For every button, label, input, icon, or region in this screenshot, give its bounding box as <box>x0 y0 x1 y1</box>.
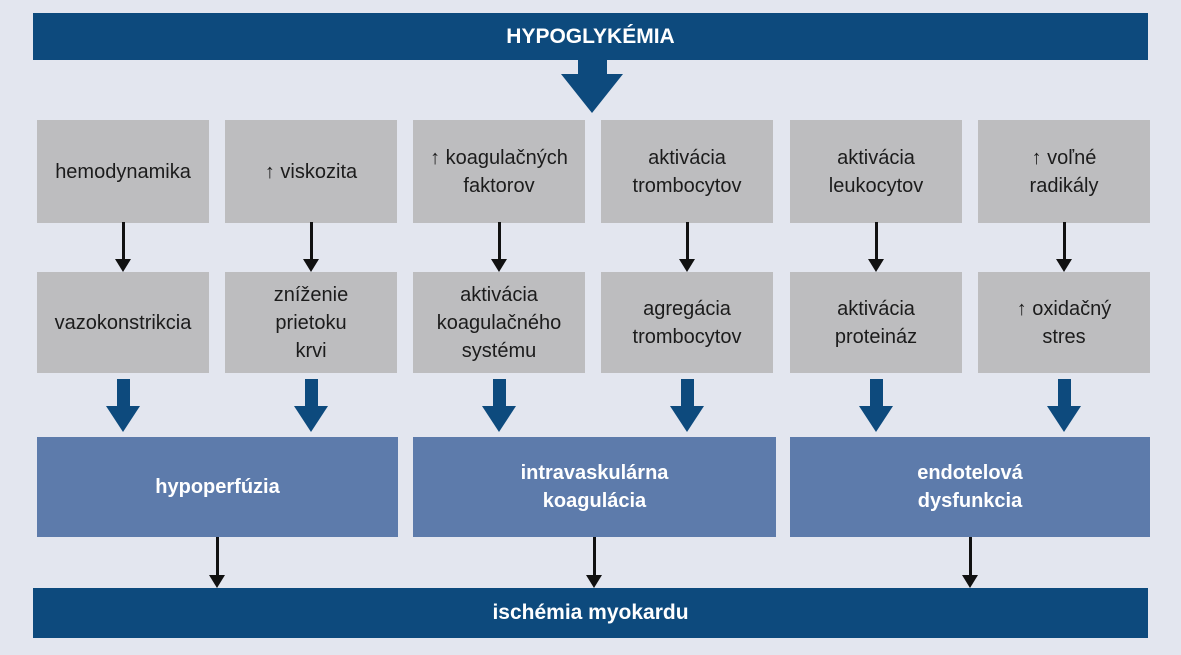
flow-arrow-thin <box>115 222 131 272</box>
outcome-box: hypoperfúzia <box>37 437 398 537</box>
arrow-head <box>561 74 623 113</box>
flow-arrow-thin <box>679 222 695 272</box>
mechanism-box: ↑ oxidačný stres <box>978 272 1150 373</box>
cause-box: hemodynamika <box>37 120 209 223</box>
flow-arrow-thick <box>670 379 704 432</box>
flow-arrow-thick <box>294 379 328 432</box>
mechanism-box: agregácia trombocytov <box>601 272 773 373</box>
mechanism-box: vazokonstrikcia <box>37 272 209 373</box>
diagram-result: ischémia myokardu <box>492 601 689 624</box>
arrow-stem <box>577 60 607 74</box>
mechanism-box: aktivácia proteináz <box>790 272 962 373</box>
cause-box: ↑ voľné radikály <box>978 120 1150 223</box>
flow-arrow-thin <box>962 537 978 588</box>
flow-arrow-thin <box>491 222 507 272</box>
flow-arrow-main <box>561 60 623 113</box>
flow-arrow-thick <box>1047 379 1081 432</box>
outcome-box: intravaskulárna koagulácia <box>413 437 776 537</box>
diagram-title: HYPOGLYKÉMIA <box>506 24 675 48</box>
flow-arrow-thin <box>868 222 884 272</box>
flow-arrow-thin <box>303 222 319 272</box>
cause-box: ↑ viskozita <box>225 120 397 223</box>
outcome-box: endotelová dysfunkcia <box>790 437 1150 537</box>
result-banner: ischémia myokardu <box>33 588 1148 638</box>
flow-arrow-thick <box>106 379 140 432</box>
cause-box: ↑ koagulačných faktorov <box>413 120 585 223</box>
flow-arrow-thick <box>859 379 893 432</box>
flow-arrow-thin <box>1056 222 1072 272</box>
cause-box: aktivácia trombocytov <box>601 120 773 223</box>
flow-arrow-thin <box>586 537 602 588</box>
mechanism-box: aktivácia koagulačného systému <box>413 272 585 373</box>
flow-arrow-thin <box>209 537 225 588</box>
cause-box: aktivácia leukocytov <box>790 120 962 223</box>
title-banner: HYPOGLYKÉMIA <box>33 13 1148 60</box>
mechanism-box: zníženie prietoku krvi <box>225 272 397 373</box>
flow-arrow-thick <box>482 379 516 432</box>
